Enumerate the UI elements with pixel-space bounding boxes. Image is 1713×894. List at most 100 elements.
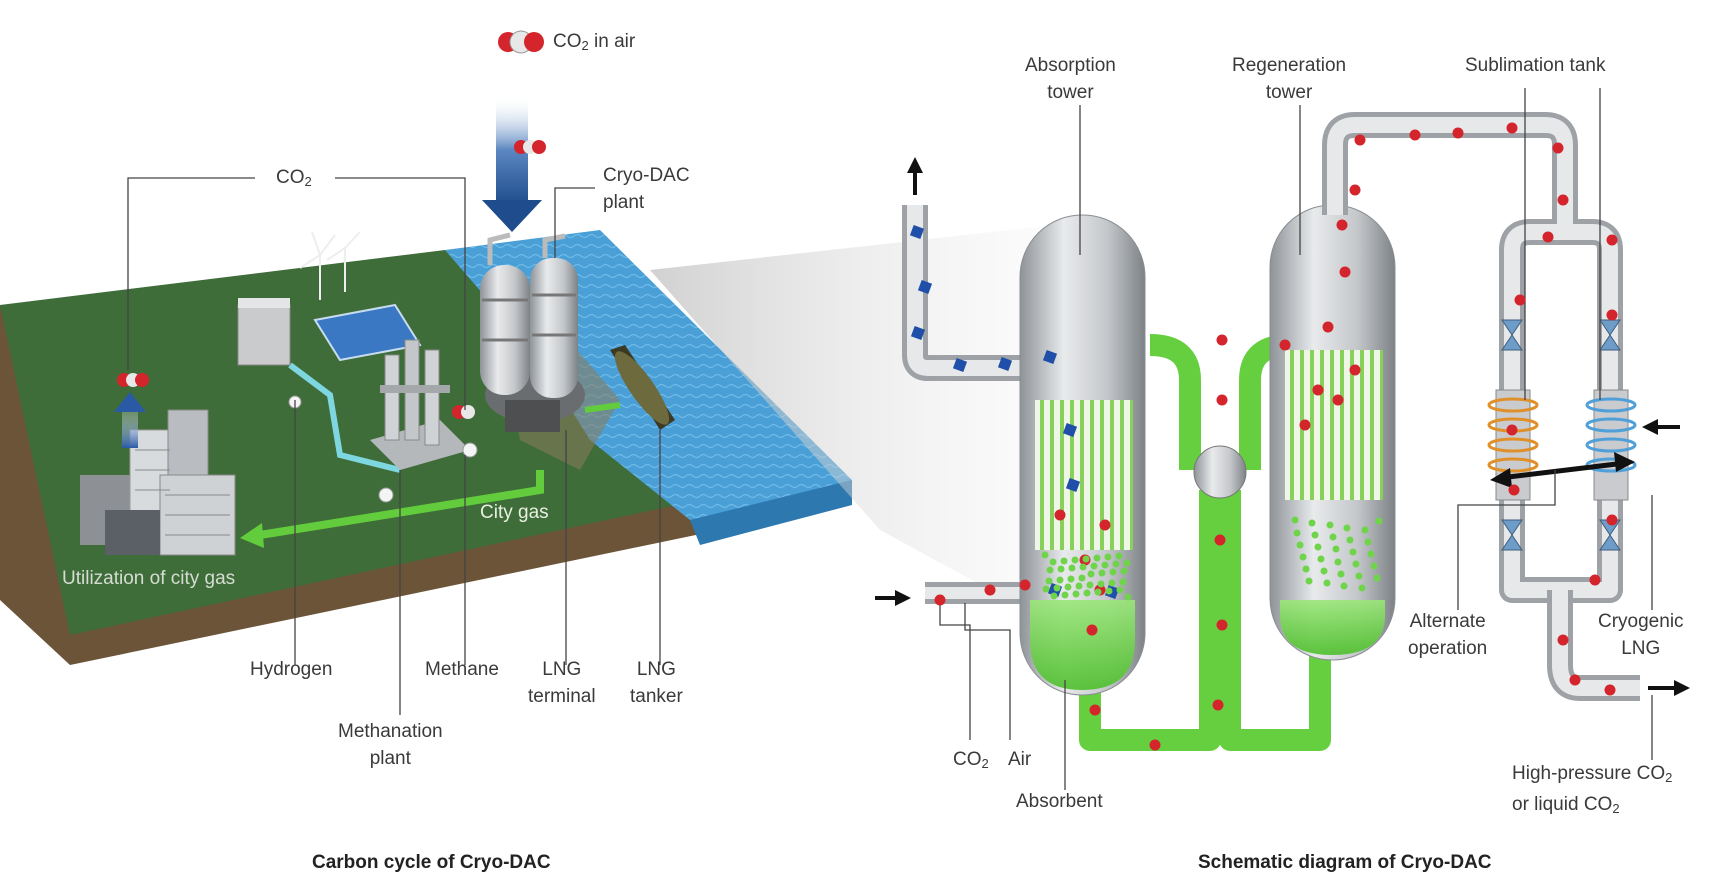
air-particle xyxy=(910,325,926,341)
co2-particle xyxy=(1542,231,1554,243)
air-outlet-pipe xyxy=(902,205,1040,381)
co2-particle xyxy=(1299,419,1311,431)
co2-particle xyxy=(1552,142,1564,154)
lng-terminal-line1: LNG xyxy=(542,659,582,680)
absorbent-bubble xyxy=(1115,552,1123,560)
co2-particle xyxy=(1312,384,1324,396)
sea-edge xyxy=(690,480,852,545)
regeneration-tower-vessel xyxy=(1269,204,1396,661)
label-cryogenic-lng: Cryogenic LNG xyxy=(1598,608,1684,662)
co2-particle xyxy=(1099,519,1111,531)
co2-particle xyxy=(1604,684,1616,696)
absorbent-bubble xyxy=(1087,570,1095,578)
label-co2-in-air: CO2 in air xyxy=(553,28,635,59)
absorbent-bubble xyxy=(1314,543,1322,551)
sublimation-tank-right xyxy=(1585,389,1637,501)
co2-input-sub: 2 xyxy=(981,756,989,771)
right-leader-lines xyxy=(939,88,1653,790)
absorbent-bubble xyxy=(1355,572,1363,580)
co2-molecule-falling xyxy=(514,140,546,154)
absorbent-bubble xyxy=(1075,582,1083,590)
air-particle xyxy=(1065,477,1081,493)
absorbent-bubble xyxy=(1086,581,1094,589)
high-pressure-line1-sub: 2 xyxy=(1665,770,1673,785)
co2-particle xyxy=(1212,699,1224,711)
label-hydrogen: Hydrogen xyxy=(250,659,333,680)
absorbent-bubble xyxy=(1337,570,1345,578)
co2-particle xyxy=(1336,219,1348,231)
absorbent-bubble xyxy=(1340,582,1348,590)
co2-particle xyxy=(1332,394,1344,406)
co2-in-air-sub: 2 xyxy=(581,38,589,53)
absorption-tower-line2: tower xyxy=(1047,82,1094,103)
co2-top-main: CO xyxy=(276,167,305,188)
co2-particle xyxy=(1214,534,1226,546)
absorbent-bubble xyxy=(1045,577,1053,585)
absorbent-bubble xyxy=(1060,557,1068,565)
co2-particle xyxy=(1019,579,1031,591)
absorbent-bubble xyxy=(1308,519,1316,527)
absorbent-bubble xyxy=(1361,526,1369,534)
co2-particle xyxy=(1216,334,1228,346)
co2-particle xyxy=(1557,194,1569,206)
co2-particle xyxy=(1514,294,1526,306)
absorbent-bubble xyxy=(1056,576,1064,584)
high-pressure-line2: or liquid CO xyxy=(1512,794,1613,815)
co2-in-air-arrow xyxy=(482,95,542,232)
co2-particle xyxy=(1349,364,1361,376)
co2-particle xyxy=(984,584,996,596)
label-absorbent: Absorbent xyxy=(1016,791,1103,812)
cryo-dac-plant-line1: Cryo-DAC xyxy=(603,165,690,186)
co2-input-main: CO xyxy=(953,749,982,770)
co2-in-air-rest: in air xyxy=(588,31,636,52)
label-alternate-operation: Alternate operation xyxy=(1408,608,1487,662)
absorbent-bubble xyxy=(1317,555,1325,563)
label-utilization-of-city-gas: Utilization of city gas xyxy=(62,568,236,589)
air-particle xyxy=(997,356,1013,372)
label-air: Air xyxy=(1008,749,1032,770)
absorption-tower-vessel xyxy=(1019,214,1146,696)
absorbent-bubble xyxy=(1093,554,1101,562)
absorbent-bubble xyxy=(1090,562,1098,570)
absorbent-bubble xyxy=(1343,524,1351,532)
absorbent-bubble xyxy=(1323,579,1331,587)
co2-molecule-top xyxy=(498,30,544,54)
co2-particle xyxy=(1606,514,1618,526)
co2-particle xyxy=(1506,122,1518,134)
air-particle xyxy=(1062,422,1078,438)
co2-particle xyxy=(1086,624,1098,636)
absorption-tower-line1: Absorption xyxy=(1025,55,1116,76)
methanation-plant-line1: Methanation xyxy=(338,721,443,742)
wind-turbines xyxy=(299,231,361,300)
alternate-operation-arrow xyxy=(1490,452,1635,488)
absorbent-bubble xyxy=(1049,558,1057,566)
lng-terminal-line2: terminal xyxy=(528,686,596,707)
high-pressure-line1: High-pressure CO xyxy=(1512,763,1666,784)
caption-right: Schematic diagram of Cryo-DAC xyxy=(1198,852,1492,873)
absorbent-bubble xyxy=(1046,566,1054,574)
absorbent-bubble xyxy=(1349,548,1357,556)
absorbent-bubble xyxy=(1334,558,1342,566)
methanation-plant-line2: plant xyxy=(369,748,411,769)
co2-particle xyxy=(1216,394,1228,406)
co2-molecule-methanation xyxy=(452,405,475,419)
co2-particle xyxy=(934,594,946,606)
absorbent-bubble xyxy=(1068,564,1076,572)
absorbent-bubble xyxy=(1116,586,1124,594)
valves xyxy=(1501,319,1621,551)
co2-particle xyxy=(1054,509,1066,521)
absorbent-bubble xyxy=(1079,563,1087,571)
absorbent-bubble xyxy=(1370,562,1378,570)
air-particle xyxy=(1042,349,1058,365)
label-high-pressure-co2: High-pressure CO2 or liquid CO2 xyxy=(1512,760,1672,822)
air-particle xyxy=(917,279,933,295)
absorbent-bubble xyxy=(1112,560,1120,568)
methanation-plant-structure xyxy=(370,339,470,470)
cryo-dac-plant-line2: plant xyxy=(603,192,645,213)
co2-particle xyxy=(1606,309,1618,321)
lng-tanker-line1: LNG xyxy=(636,659,676,680)
alternate-operation-line2: operation xyxy=(1408,638,1488,659)
co2-up-arrow xyxy=(114,392,146,448)
co2-particle xyxy=(1506,424,1518,436)
absorbent-bubble xyxy=(1367,550,1375,558)
